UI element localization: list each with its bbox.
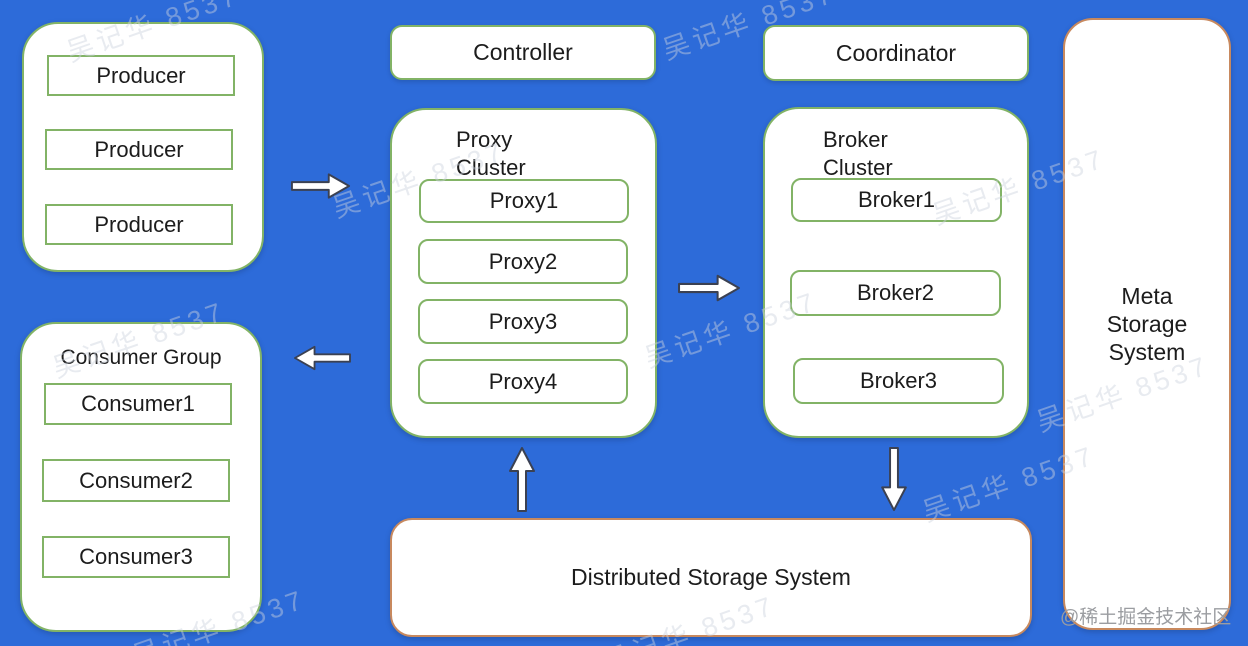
producer-node: Producer [47, 55, 235, 96]
producer-node: Producer [45, 129, 233, 170]
arrow-up-storage-to-proxy-icon [507, 445, 537, 513]
broker-cluster-container: Broker Cluster Broker1 Broker2 Broker3 [763, 107, 1029, 438]
distributed-storage-system: Distributed Storage System [390, 518, 1032, 637]
proxy-node: Proxy1 [419, 179, 629, 223]
arrow-left-proxy-to-consumer-icon [290, 344, 354, 372]
consumer-node: Consumer2 [42, 459, 230, 502]
broker-node: Broker2 [790, 270, 1001, 316]
consumer-node: Consumer1 [44, 383, 232, 425]
consumer-group-container: Consumer Group Consumer1 Consumer2 Consu… [20, 322, 262, 632]
broker-node: Broker3 [793, 358, 1004, 404]
consumer-group-title: Consumer Group [60, 346, 222, 369]
producer-node: Producer [45, 204, 233, 245]
credit-watermark: @稀土掘金技术社区 [1060, 607, 1232, 628]
proxy-cluster-container: Proxy Cluster Proxy1 Proxy2 Proxy3 Proxy… [390, 108, 657, 438]
arrow-right-producer-to-proxy-icon [290, 171, 352, 201]
coordinator-node: Coordinator [763, 25, 1029, 81]
proxy-node: Proxy4 [418, 359, 628, 404]
broker-cluster-title: Broker Cluster [823, 127, 893, 180]
controller-node: Controller [390, 25, 656, 80]
producer-group-container: Producer Producer Producer [22, 22, 264, 272]
consumer-node: Consumer3 [42, 536, 230, 578]
proxy-node: Proxy3 [418, 299, 628, 344]
proxy-cluster-title: Proxy Cluster [456, 127, 526, 180]
meta-storage-label: Meta Storage System [1106, 283, 1188, 365]
arrow-right-proxy-to-broker-icon [677, 272, 742, 304]
distributed-storage-label: Distributed Storage System [571, 564, 851, 590]
proxy-node: Proxy2 [418, 239, 628, 284]
meta-storage-system: Meta Storage System [1063, 18, 1231, 630]
arrow-down-broker-to-storage-icon [879, 446, 909, 513]
broker-node: Broker1 [791, 178, 1002, 222]
